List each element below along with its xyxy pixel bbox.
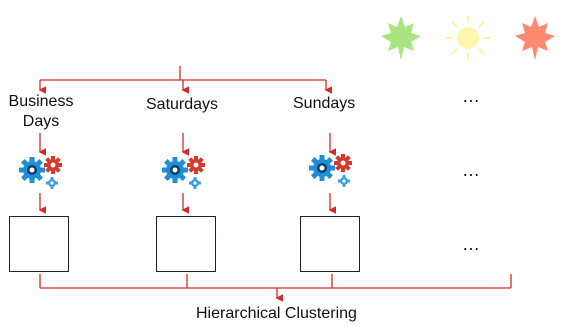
plot-saturdays — [156, 216, 216, 272]
plot-business-days — [9, 216, 69, 272]
bottom-connector — [39, 274, 512, 302]
sun-icon — [446, 16, 490, 60]
hierarchical-clustering-label: Hierarchical Clustering — [196, 305, 357, 322]
snowflake-icon — [162, 20, 198, 56]
label-business-line1: Business — [8, 93, 74, 110]
label-sundays: Sundays — [293, 95, 356, 112]
gears-icon-business — [19, 156, 62, 189]
gears-icon-sundays — [309, 154, 352, 187]
label-to-gears-arrows — [38, 133, 337, 156]
label-business-line2: Days — [22, 113, 60, 130]
top-connector — [38, 66, 333, 94]
gears-icon-saturdays — [162, 156, 205, 189]
ellipsis-bottom: … — [462, 234, 481, 254]
maple-leaf-icon-autumn — [515, 16, 555, 60]
ellipsis-middle: … — [462, 160, 481, 180]
label-business-days: Business Days — [3, 92, 79, 132]
maple-leaf-icon-spring — [381, 16, 421, 60]
ellipsis-top: … — [462, 86, 481, 106]
gears-to-plots-arrows — [38, 193, 337, 214]
label-saturdays: Saturdays — [146, 96, 219, 113]
plot-sundays — [300, 216, 360, 272]
